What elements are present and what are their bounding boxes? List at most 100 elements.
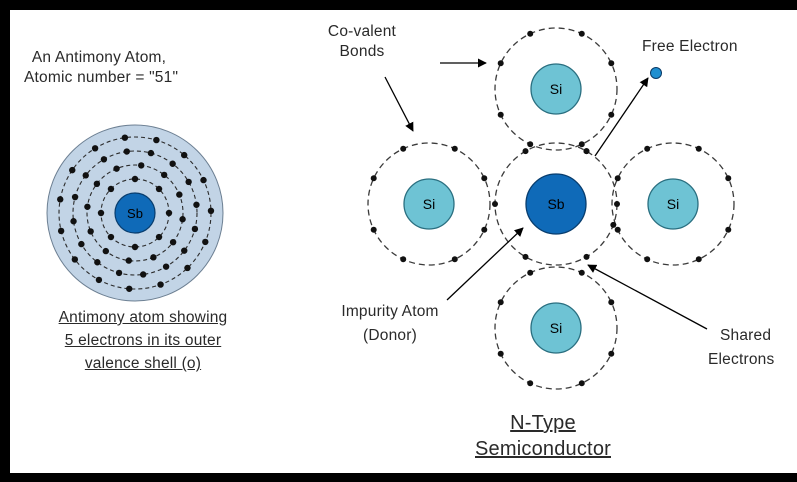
antimony-electron xyxy=(202,238,209,246)
free-electron-label: Free Electron xyxy=(642,38,738,55)
impurity-arrow xyxy=(446,227,524,301)
antimony-electron xyxy=(107,185,115,193)
lattice-electron xyxy=(608,299,615,306)
covalent-label-line2: Bonds xyxy=(339,43,385,60)
antimony-electron xyxy=(78,240,85,248)
si-atom-left-orbit xyxy=(367,142,491,266)
antimony-electron xyxy=(115,269,123,277)
antimony-electron xyxy=(70,218,77,225)
lattice-electron xyxy=(527,30,534,37)
antimony-caption-line2: 5 electrons in its outer xyxy=(64,332,222,349)
antimony-electron xyxy=(160,171,168,179)
lattice-electron xyxy=(370,175,377,182)
antimony-electron xyxy=(169,160,176,167)
lattice-electron xyxy=(578,380,585,387)
si-atom-bottom-nucleus xyxy=(530,302,582,354)
si-atom-top-orbit xyxy=(494,27,618,151)
antimony-electron xyxy=(185,178,192,186)
antimony-title-line2: Atomic number = "51" xyxy=(24,69,179,86)
lattice-electron xyxy=(644,145,651,152)
antimony-electron xyxy=(131,243,139,251)
antimony-electron xyxy=(140,271,147,278)
si-atom-right-orbit xyxy=(611,142,735,266)
antimony-electron xyxy=(102,247,110,255)
lattice-electron xyxy=(497,111,504,118)
antimony-electron xyxy=(71,256,79,263)
shared-label-line2: Electrons xyxy=(708,351,775,368)
antimony-electron xyxy=(84,203,91,210)
impurity-label-line1: Impurity Atom xyxy=(341,303,439,320)
antimony-electron xyxy=(179,216,186,223)
antimony-electron xyxy=(94,259,101,266)
sb-atom-center-nucleus xyxy=(525,173,587,235)
antimony-nucleus xyxy=(114,192,156,234)
antimony-electron xyxy=(165,209,173,217)
antimony-electron xyxy=(57,227,65,235)
impurity-label-line2: (Donor) xyxy=(363,327,417,344)
n-type-title-line1: N-Type xyxy=(510,412,576,434)
antimony-electron xyxy=(121,134,129,141)
lattice-electron xyxy=(522,148,529,155)
si-atom-bottom-orbit xyxy=(494,266,618,390)
lattice-electron xyxy=(527,269,534,276)
antimony-electron xyxy=(155,185,163,193)
antimony-electron xyxy=(95,276,103,284)
lattice-electron xyxy=(614,175,621,182)
lattice-electron xyxy=(583,148,590,155)
antimony-title: An Antimony Atom, Atomic number = "51" xyxy=(24,48,179,88)
si-atom-left-label: Si xyxy=(423,196,435,212)
antimony-electron xyxy=(82,172,89,179)
antimony-electron xyxy=(125,257,132,264)
si-atom-right-nucleus xyxy=(647,178,699,230)
shared-electrons-label: Shared Electrons xyxy=(708,326,774,370)
lattice-electron xyxy=(481,175,488,182)
lattice-electron xyxy=(497,60,504,67)
antimony-electron xyxy=(69,166,76,174)
antimony-electron xyxy=(123,148,130,155)
antimony-electron xyxy=(181,247,188,254)
antimony-electron xyxy=(100,156,108,163)
free-electron-dot xyxy=(650,67,662,79)
lattice-electron xyxy=(527,380,534,387)
antimony-electron xyxy=(184,264,191,272)
antimony-electron xyxy=(147,149,155,157)
lattice-electron xyxy=(451,145,458,152)
lattice-electron xyxy=(725,226,732,233)
antimony-shell xyxy=(86,164,184,262)
lattice-electron xyxy=(614,226,621,233)
lattice-electron xyxy=(610,221,617,228)
antimony-electron xyxy=(91,145,99,152)
lattice-electron xyxy=(527,141,534,148)
sb-atom-center-label: Sb xyxy=(547,196,564,212)
lattice-electron xyxy=(400,145,407,152)
antimony-electron xyxy=(113,165,120,172)
n-type-title-line2: Semiconductor xyxy=(475,438,611,460)
antimony-electron xyxy=(126,285,133,292)
lattice-electron xyxy=(578,141,585,148)
lattice-electron xyxy=(608,60,615,67)
si-atom-top-label: Si xyxy=(550,81,562,97)
antimony-electron xyxy=(162,263,170,270)
si-atom-right-label: Si xyxy=(667,196,679,212)
antimony-electron xyxy=(176,191,183,198)
impurity-atom-label: Impurity Atom (Donor) xyxy=(316,302,464,346)
lattice-electron xyxy=(451,256,458,263)
lattice-electron xyxy=(608,350,615,357)
antimony-electron xyxy=(138,162,145,169)
covalent-label-line1: Co-valent xyxy=(327,23,397,40)
antimony-electron xyxy=(169,238,177,246)
lattice-electron xyxy=(583,253,590,260)
lattice-electron xyxy=(578,269,585,276)
antimony-electron xyxy=(107,233,115,241)
antimony-electron xyxy=(155,233,163,241)
antimony-electron xyxy=(191,225,199,233)
shared-label-line1: Shared xyxy=(720,327,772,344)
antimony-atom: Sb xyxy=(46,124,224,302)
antimony-electron xyxy=(193,201,200,208)
antimony-electron xyxy=(200,176,207,184)
antimony-electron xyxy=(97,209,105,217)
lattice-electron xyxy=(725,175,732,182)
si-atom-left-nucleus xyxy=(403,178,455,230)
antimony-electron xyxy=(150,254,157,261)
antimony-electron xyxy=(131,175,139,183)
